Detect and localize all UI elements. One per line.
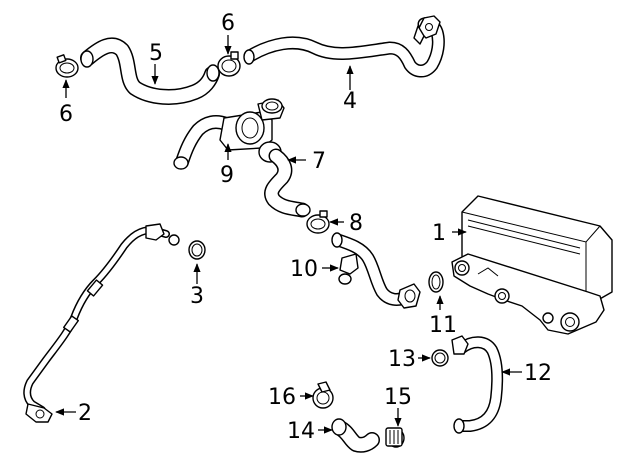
- callout-6a: 6: [59, 102, 73, 127]
- part-12-line[interactable]: [451, 335, 504, 434]
- part-14-hose[interactable]: [331, 418, 380, 453]
- part-6-clamp-left[interactable]: [55, 54, 79, 78]
- part-3-o-ring[interactable]: [188, 240, 206, 260]
- part-8-clamp[interactable]: [306, 210, 330, 234]
- part-4-hose[interactable]: [243, 15, 445, 78]
- callout-11: 11: [429, 313, 457, 338]
- callout-7: 7: [312, 149, 326, 174]
- part-10-pipe[interactable]: [331, 232, 421, 309]
- callout-15: 15: [384, 385, 412, 410]
- part-9-thermostat-housing[interactable]: [173, 98, 285, 170]
- callout-2: 2: [78, 401, 92, 426]
- callout-labels: 1 2 3 4 5 6 6 7 8 9 10 11 12 13 14 15 16: [59, 11, 552, 444]
- callout-10: 10: [290, 257, 318, 282]
- callout-6b: 6: [221, 11, 235, 36]
- part-2-line[interactable]: [23, 223, 180, 423]
- part-16-clamp[interactable]: [312, 381, 334, 409]
- callout-4: 4: [343, 89, 357, 114]
- part-6-clamp-right[interactable]: [217, 51, 241, 77]
- callout-13: 13: [388, 347, 416, 372]
- callout-1: 1: [432, 221, 446, 246]
- leader-lines: [55, 35, 522, 434]
- part-15-clamp[interactable]: [385, 427, 405, 448]
- part-5-hose[interactable]: [80, 37, 220, 105]
- callout-12: 12: [524, 361, 552, 386]
- callout-8: 8: [349, 211, 363, 236]
- callout-16: 16: [268, 385, 296, 410]
- part-11-o-ring[interactable]: [428, 271, 444, 293]
- callout-9: 9: [220, 163, 234, 188]
- callout-14: 14: [287, 419, 315, 444]
- part-13-o-ring[interactable]: [431, 349, 449, 367]
- part-1-oil-cooler[interactable]: [451, 195, 613, 335]
- callout-3: 3: [190, 284, 204, 309]
- part-7-hose[interactable]: [264, 148, 311, 218]
- callout-5: 5: [149, 41, 163, 66]
